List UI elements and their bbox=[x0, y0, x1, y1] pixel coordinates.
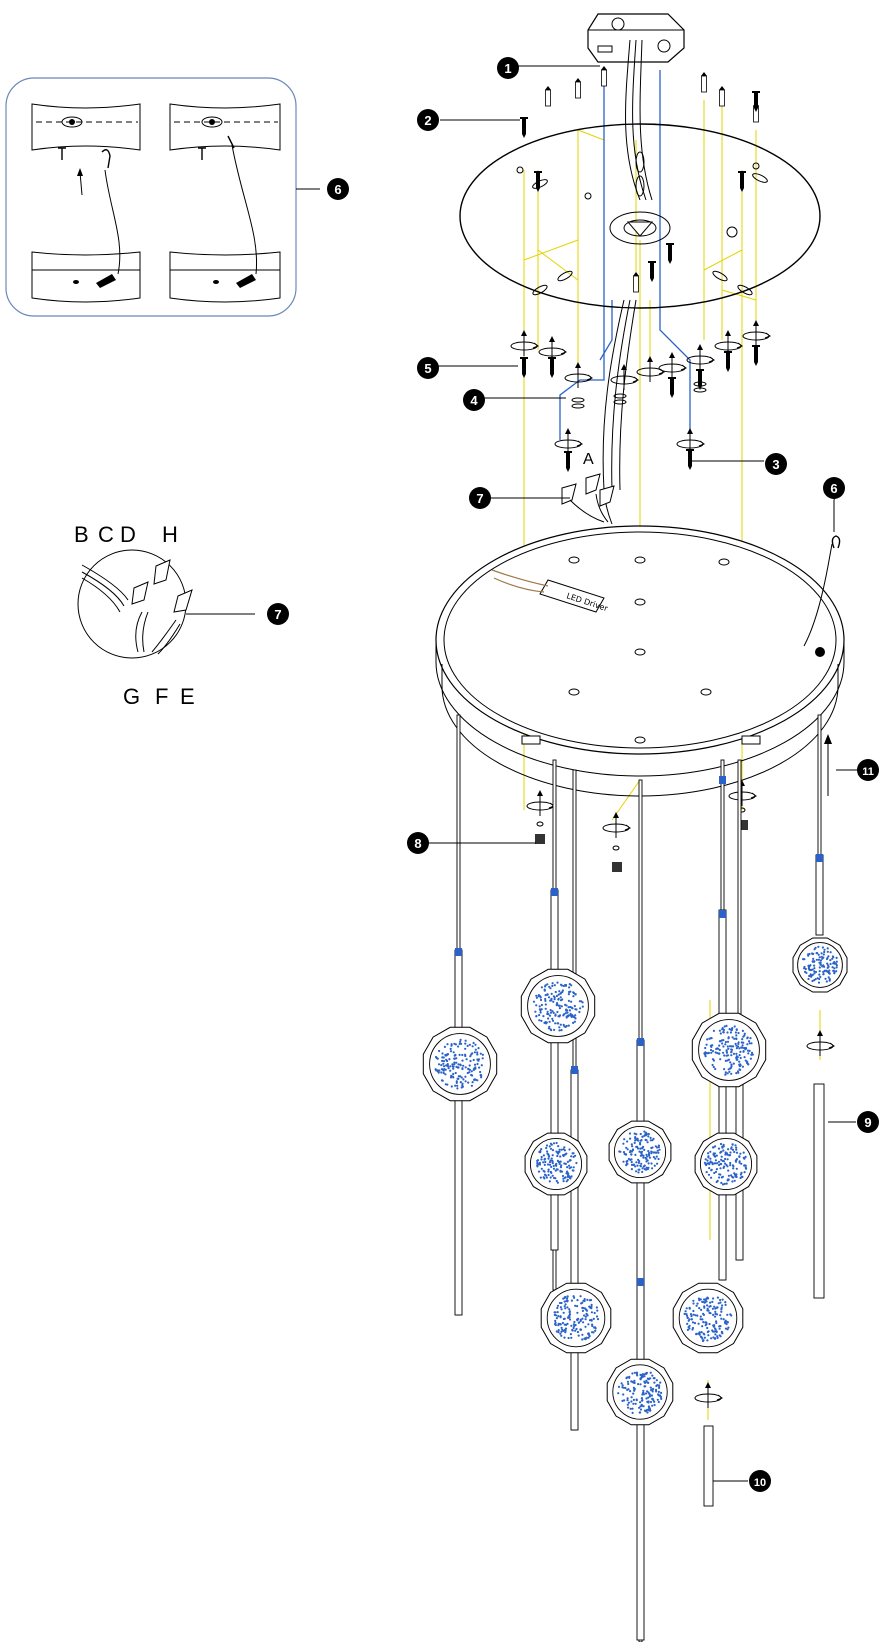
callout-10: 10 bbox=[749, 1470, 771, 1492]
callout-1: 1 bbox=[497, 57, 519, 79]
wire-label-c: C bbox=[98, 522, 114, 547]
svg-text:7: 7 bbox=[274, 607, 281, 622]
crystal-globe bbox=[540, 1282, 612, 1354]
callout-7-inset: 7 bbox=[267, 603, 289, 625]
svg-text:7: 7 bbox=[476, 491, 483, 506]
inset-wiring-detail: B C D H G F E bbox=[74, 522, 255, 709]
wire-label-e: E bbox=[180, 684, 195, 709]
rotate-arrows bbox=[510, 319, 835, 1409]
junction-box bbox=[587, 13, 685, 201]
wire-label-h: H bbox=[162, 522, 178, 547]
mounting-plate bbox=[459, 123, 821, 491]
crystal-globes bbox=[422, 937, 848, 1426]
washers bbox=[571, 381, 707, 409]
crystal-globe bbox=[694, 1132, 758, 1196]
svg-text:1: 1 bbox=[504, 61, 511, 76]
canopy: LED Driver bbox=[435, 525, 845, 797]
svg-text:5: 5 bbox=[424, 361, 431, 376]
wire-label-d: D bbox=[120, 522, 136, 547]
svg-text:6: 6 bbox=[334, 182, 341, 197]
crystal-globe bbox=[520, 968, 596, 1044]
svg-text:2: 2 bbox=[424, 113, 431, 128]
svg-text:9: 9 bbox=[864, 1115, 871, 1130]
inset-cable-detail bbox=[5, 77, 320, 317]
crystal-globe bbox=[691, 1012, 767, 1088]
callout-leaders bbox=[426, 65, 868, 1482]
crystal-globe bbox=[524, 1132, 588, 1196]
callout-7: 7 bbox=[469, 487, 491, 509]
callout-4: 4 bbox=[463, 389, 485, 411]
screw-label-a: A bbox=[583, 451, 594, 468]
svg-text:6: 6 bbox=[830, 481, 837, 496]
callout-2: 2 bbox=[417, 109, 439, 131]
wire-label-b: B bbox=[74, 522, 89, 547]
cable-hook bbox=[831, 500, 841, 549]
svg-text:3: 3 bbox=[772, 457, 779, 472]
svg-text:8: 8 bbox=[414, 836, 421, 851]
crystal-globe bbox=[792, 937, 848, 993]
callout-6-inset: 6 bbox=[327, 178, 349, 200]
svg-text:10: 10 bbox=[754, 1477, 766, 1489]
wire-label-f: F bbox=[155, 684, 168, 709]
svg-text:4: 4 bbox=[470, 393, 478, 408]
crystal-globe bbox=[672, 1282, 744, 1354]
callout-5: 5 bbox=[417, 357, 439, 379]
finials-nuts bbox=[535, 807, 748, 872]
wire-label-g: G bbox=[123, 684, 140, 709]
callout-3: 3 bbox=[765, 453, 787, 475]
callout-11: 11 bbox=[857, 759, 879, 781]
crystal-globe bbox=[608, 1120, 672, 1184]
crystal-globe bbox=[606, 1358, 674, 1426]
crystal-globe bbox=[422, 1026, 498, 1102]
callout-6: 6 bbox=[823, 477, 845, 499]
callout-8: 8 bbox=[407, 832, 429, 854]
callout-9: 9 bbox=[857, 1111, 879, 1133]
svg-text:11: 11 bbox=[862, 766, 874, 778]
wire-connectors bbox=[561, 473, 615, 525]
led-driver: LED Driver bbox=[491, 569, 610, 613]
wire-nut-icon bbox=[131, 559, 193, 613]
